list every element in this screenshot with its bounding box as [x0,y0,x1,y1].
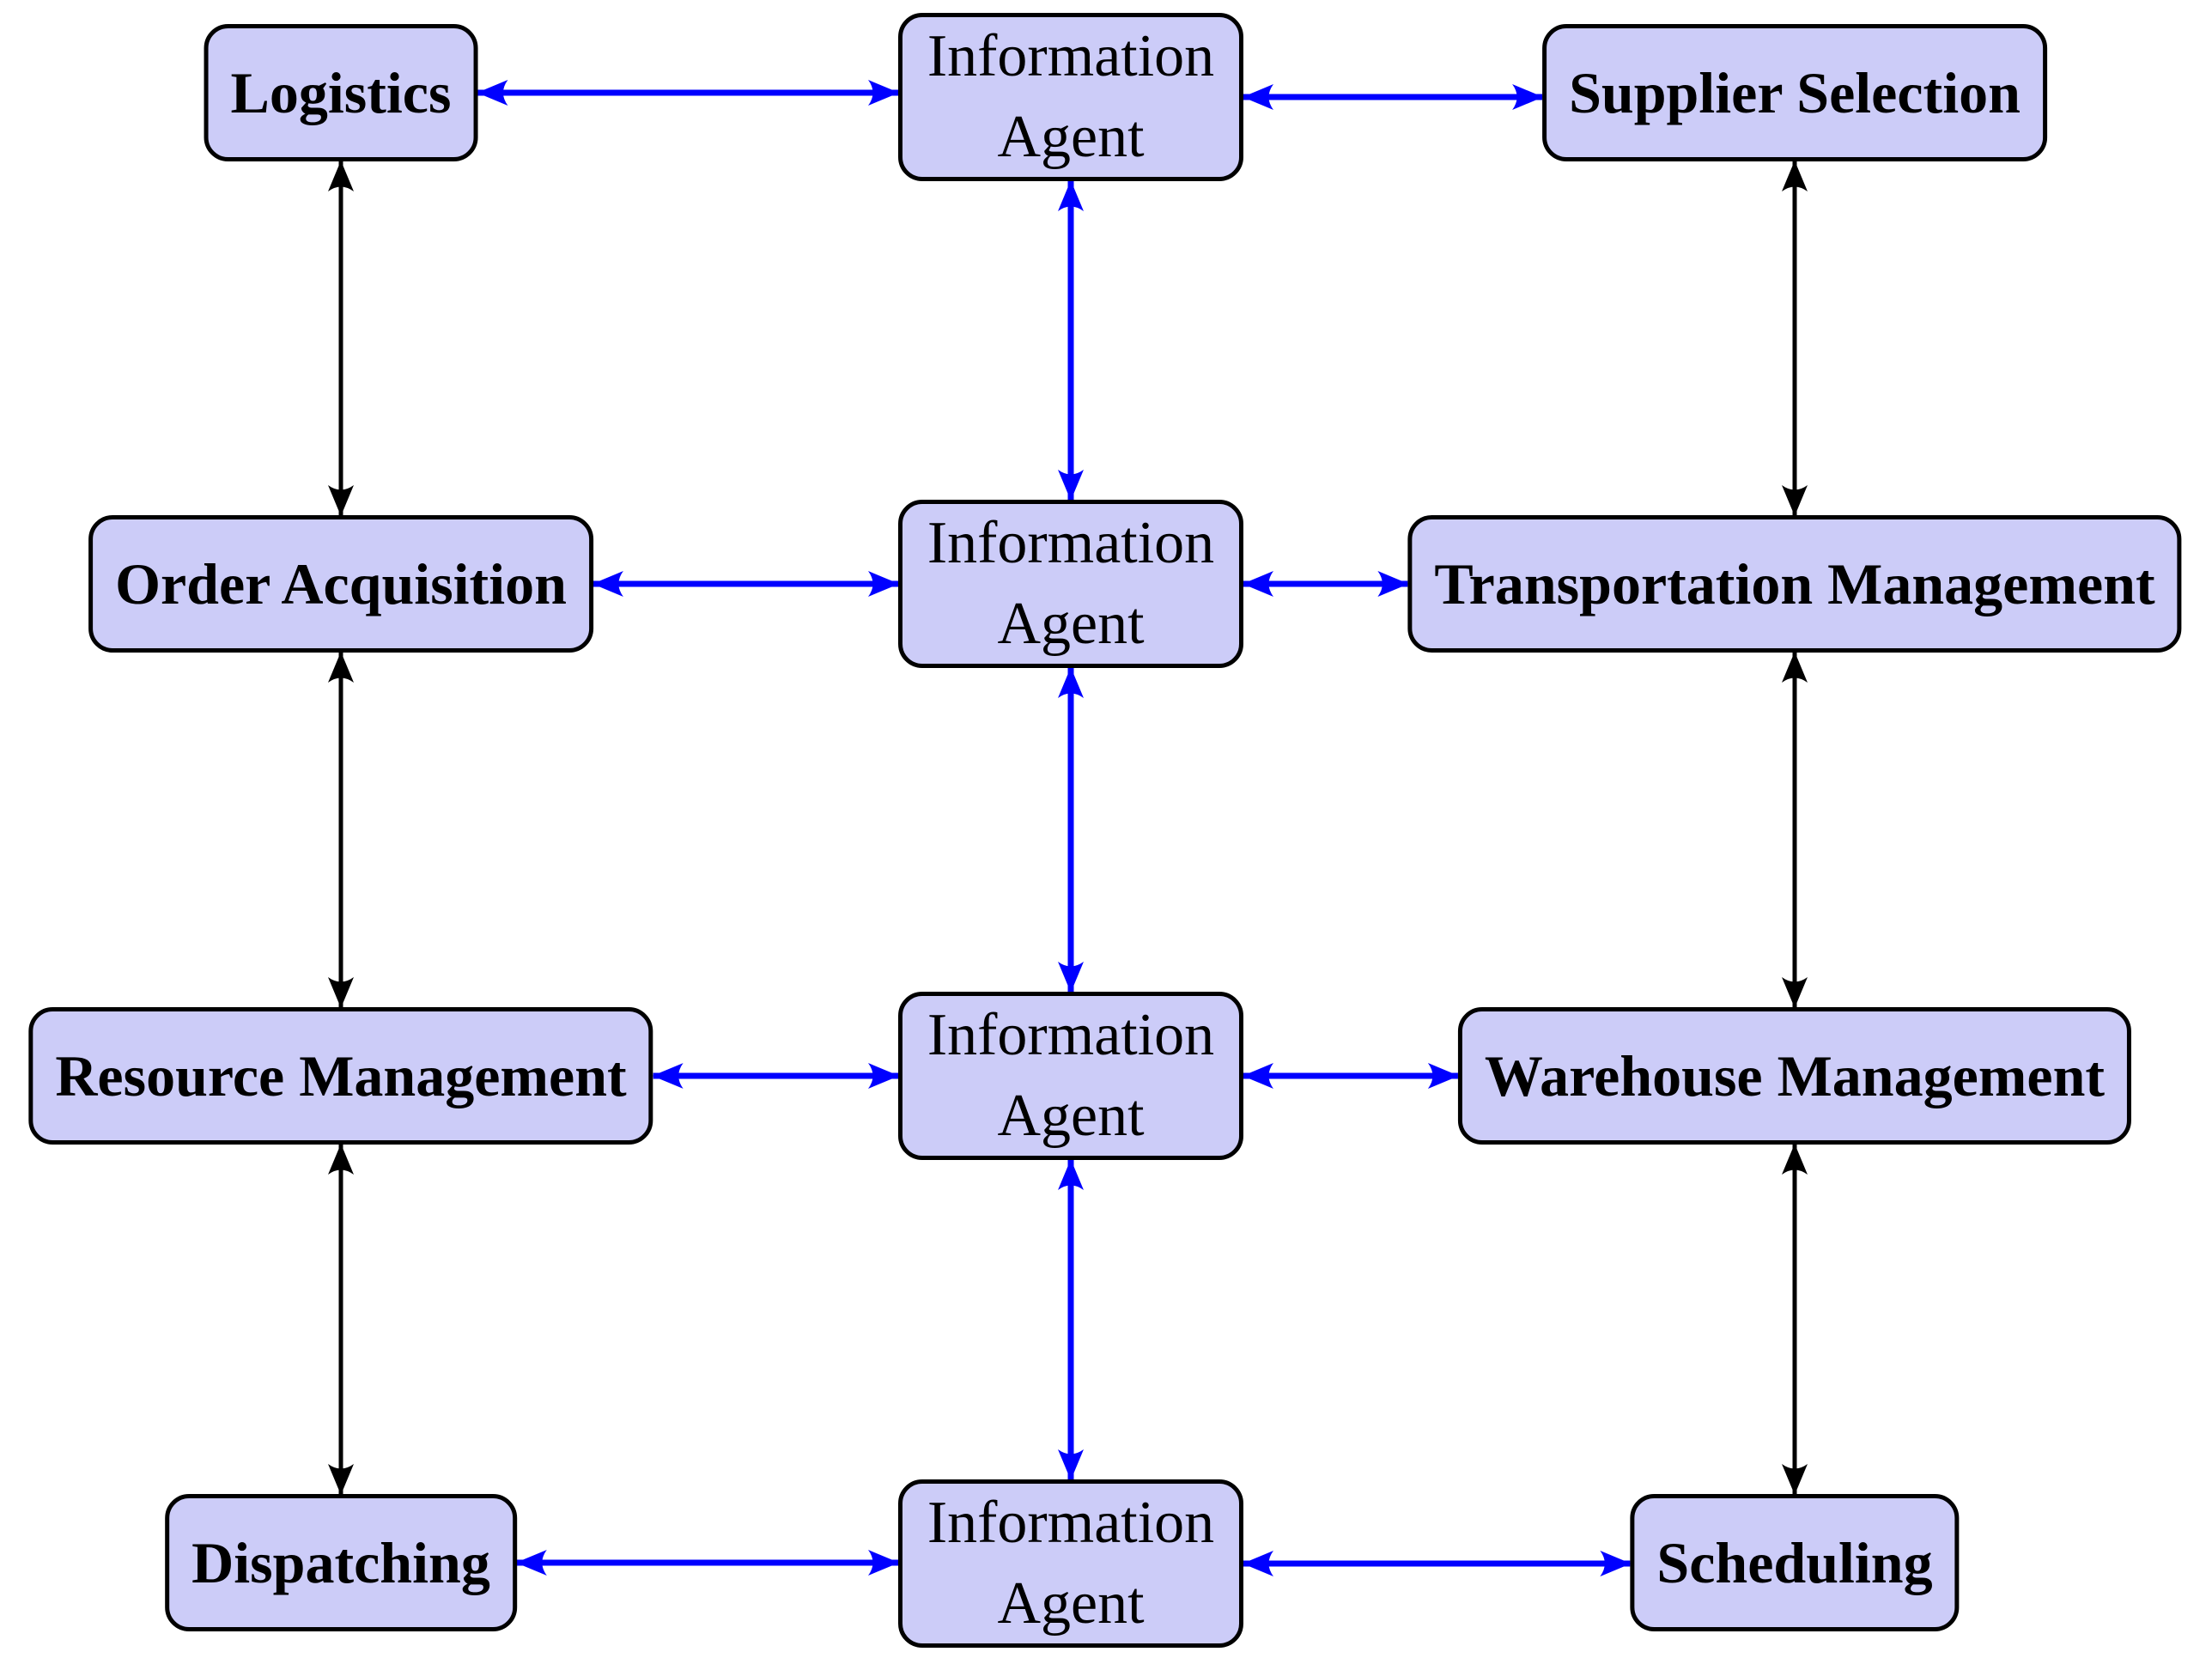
node-dispatching: Dispatching [165,1494,517,1631]
node-information-agent-4: Information Agent [898,1479,1243,1648]
node-scheduling: Scheduling [1630,1494,1960,1631]
node-information-agent-3: Information Agent [898,992,1243,1160]
node-information-agent-1: Information Agent [898,13,1243,181]
node-supplier-selection: Supplier Selection [1542,24,2047,161]
node-logistics: Logistics [204,24,478,161]
node-information-agent-2: Information Agent [898,500,1243,668]
node-transportation-management: Transportation Management [1407,515,2182,653]
node-warehouse-management: Warehouse Management [1457,1007,2132,1145]
node-order-acquisition: Order Acquisition [88,515,593,653]
node-resource-management: Resource Management [28,1007,653,1145]
